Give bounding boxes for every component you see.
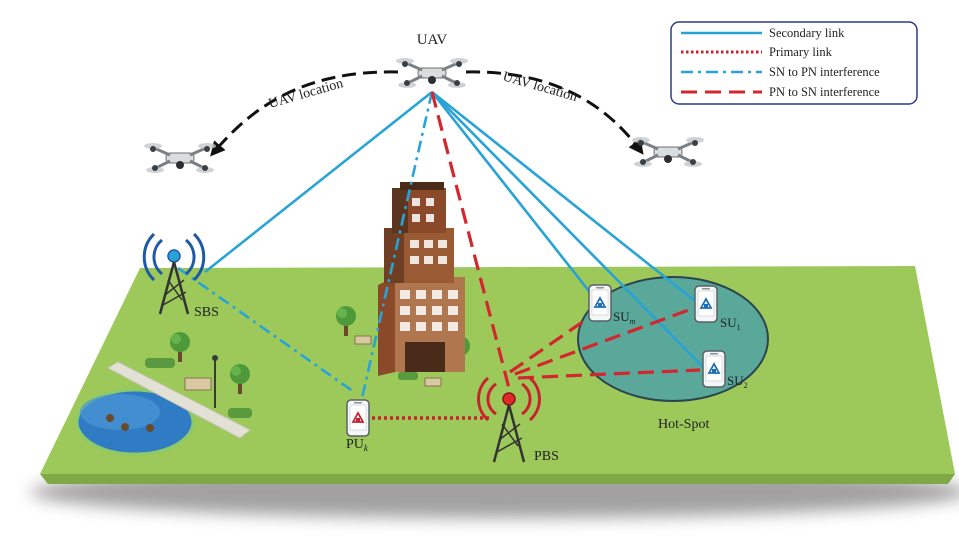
uav-drone-icon bbox=[394, 56, 470, 90]
su-1-label: SU1 bbox=[720, 315, 741, 332]
su-m-phone-icon bbox=[588, 284, 612, 322]
uav-location-left-label: UAV location bbox=[267, 76, 345, 112]
uav-location-arrow-left bbox=[210, 70, 399, 157]
sbs-label: SBS bbox=[194, 305, 219, 320]
interf-pbs-su1 bbox=[514, 306, 695, 376]
link-uav-sbs bbox=[204, 90, 433, 274]
su-m-label: SUm bbox=[613, 309, 636, 326]
legend-label-primary: Primary link bbox=[769, 45, 833, 59]
link-uav-su2 bbox=[431, 91, 709, 373]
interf-pbs-su2 bbox=[517, 368, 701, 380]
su-1-phone-icon bbox=[694, 285, 718, 323]
interf-pbs-uav bbox=[430, 91, 512, 393]
park-path bbox=[106, 361, 251, 439]
link-uav-su1 bbox=[431, 90, 701, 307]
legend-label-secondary: Secondary link bbox=[769, 26, 845, 40]
pu-phone-icon bbox=[346, 399, 370, 437]
interf-uav-pu bbox=[360, 91, 434, 399]
legend-label-pn-sn: PN to SN interference bbox=[769, 85, 880, 99]
interf-sbs-pu bbox=[177, 266, 355, 394]
uav-label: UAV bbox=[417, 32, 448, 48]
secondary-links bbox=[204, 90, 709, 373]
uav-drone-right-icon bbox=[630, 135, 706, 169]
sbs-tower-icon bbox=[142, 232, 206, 315]
legend-box bbox=[670, 21, 918, 105]
uav-drone-left-icon bbox=[142, 141, 218, 175]
hotspot-label: Hot-Spot bbox=[658, 417, 709, 432]
interf-pbs-sum bbox=[509, 312, 595, 374]
link-uav-sum bbox=[430, 91, 598, 301]
legend: Secondary link Primary link SN to PN int… bbox=[670, 21, 918, 105]
pbs-tower-icon bbox=[477, 376, 541, 463]
park-pond bbox=[75, 388, 195, 456]
building bbox=[378, 182, 465, 376]
ground-edge bbox=[40, 474, 955, 484]
uav-location-right-label: UAV location bbox=[501, 69, 579, 105]
pu-label: PUk bbox=[346, 437, 369, 453]
sn-to-pn-interference bbox=[177, 91, 434, 399]
pbs-label: PBS bbox=[534, 449, 559, 464]
pn-to-sn-interference bbox=[430, 91, 701, 393]
park-trees bbox=[145, 306, 470, 418]
su-2-label: SU2 bbox=[727, 373, 748, 390]
su-2-phone-icon bbox=[702, 350, 726, 388]
legend-label-sn-pn: SN to PN interference bbox=[769, 65, 880, 79]
uav-location-arrow-right bbox=[465, 70, 644, 155]
